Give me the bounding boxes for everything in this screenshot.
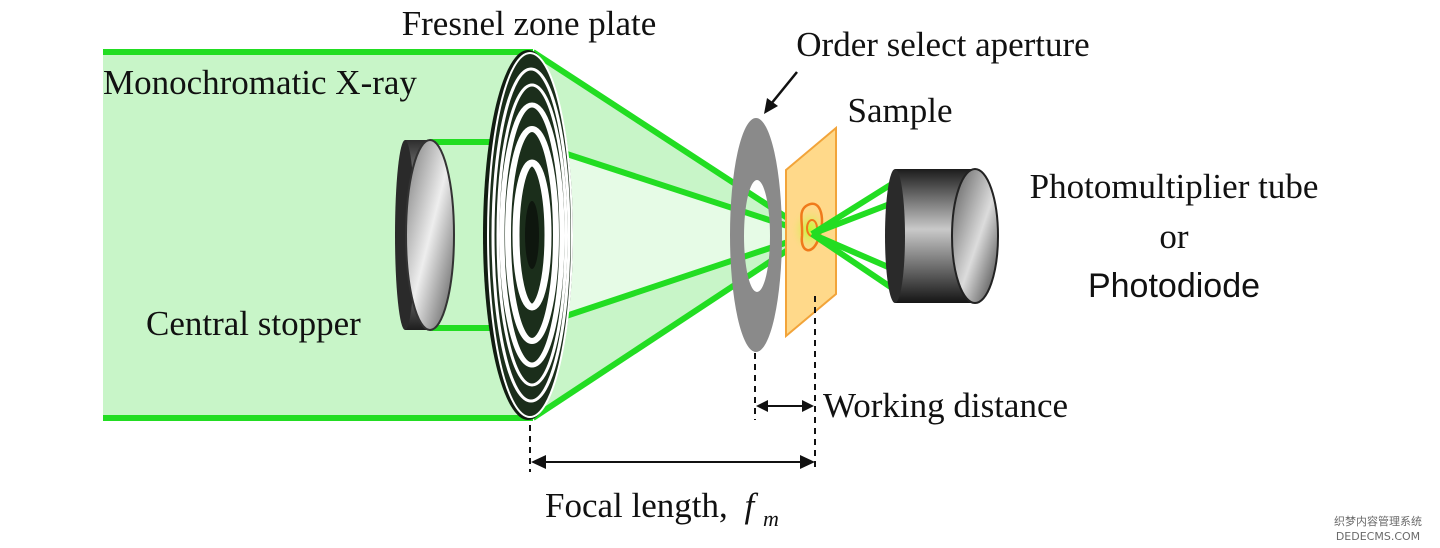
incident-beam-area — [103, 52, 533, 418]
focal-length-text: Focal length, — [545, 486, 728, 525]
order-select-aperture — [730, 118, 782, 352]
label-or: or — [1159, 217, 1189, 256]
focal-length-arrow — [531, 455, 815, 469]
label-photodiode: Photodiode — [1088, 267, 1260, 305]
focal-length-subscript: m — [763, 506, 779, 531]
watermark-line-1: 织梦内容管理系统 — [1334, 514, 1422, 528]
working-distance-arrow — [756, 400, 814, 412]
label-fresnel-zone-plate: Fresnel zone plate — [402, 4, 657, 43]
fresnel-zone-plate — [483, 50, 573, 420]
watermark-line-2: DEDECMS.COM — [1336, 530, 1420, 543]
diverging-rays — [810, 179, 897, 293]
inner-shadow-cone — [530, 142, 812, 328]
central-stopper — [395, 139, 455, 331]
label-focal-length: Focal length, f m — [545, 486, 779, 531]
dashed-guides — [529, 296, 816, 472]
focal-length-symbol: f — [745, 486, 759, 525]
label-sample: Sample — [848, 91, 953, 130]
label-central-stopper: Central stopper — [146, 304, 361, 343]
label-photomultiplier-tube: Photomultiplier tube — [1030, 167, 1319, 206]
label-order-select-aperture: Order select aperture — [796, 25, 1089, 64]
sample-feature-outline — [800, 202, 824, 252]
converging-rays — [529, 49, 814, 421]
label-working-distance: Working distance — [823, 386, 1068, 425]
label-monochromatic-xray: Monochromatic X-ray — [103, 63, 417, 102]
aperture-pointer-arrow — [764, 71, 798, 114]
detector — [885, 168, 999, 304]
